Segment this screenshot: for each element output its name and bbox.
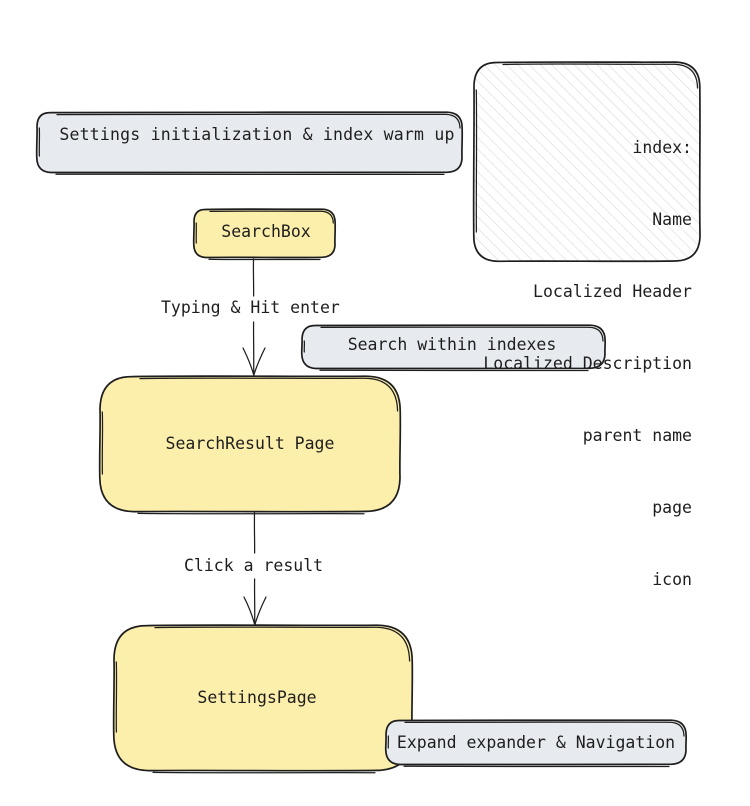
node-searchresult-page[interactable]: [98, 375, 402, 515]
edge-searchresult-to-settingspage: [243, 512, 267, 626]
edge-searchbox-to-searchresult: [242, 258, 266, 376]
node-search-within-indexes-box[interactable]: [300, 324, 607, 372]
node-settingspage[interactable]: [112, 624, 414, 774]
node-expand-expander-box[interactable]: [384, 719, 688, 768]
node-settings-init-box[interactable]: [35, 111, 464, 176]
node-index-box[interactable]: [472, 61, 701, 263]
node-searchbox[interactable]: [192, 208, 337, 261]
